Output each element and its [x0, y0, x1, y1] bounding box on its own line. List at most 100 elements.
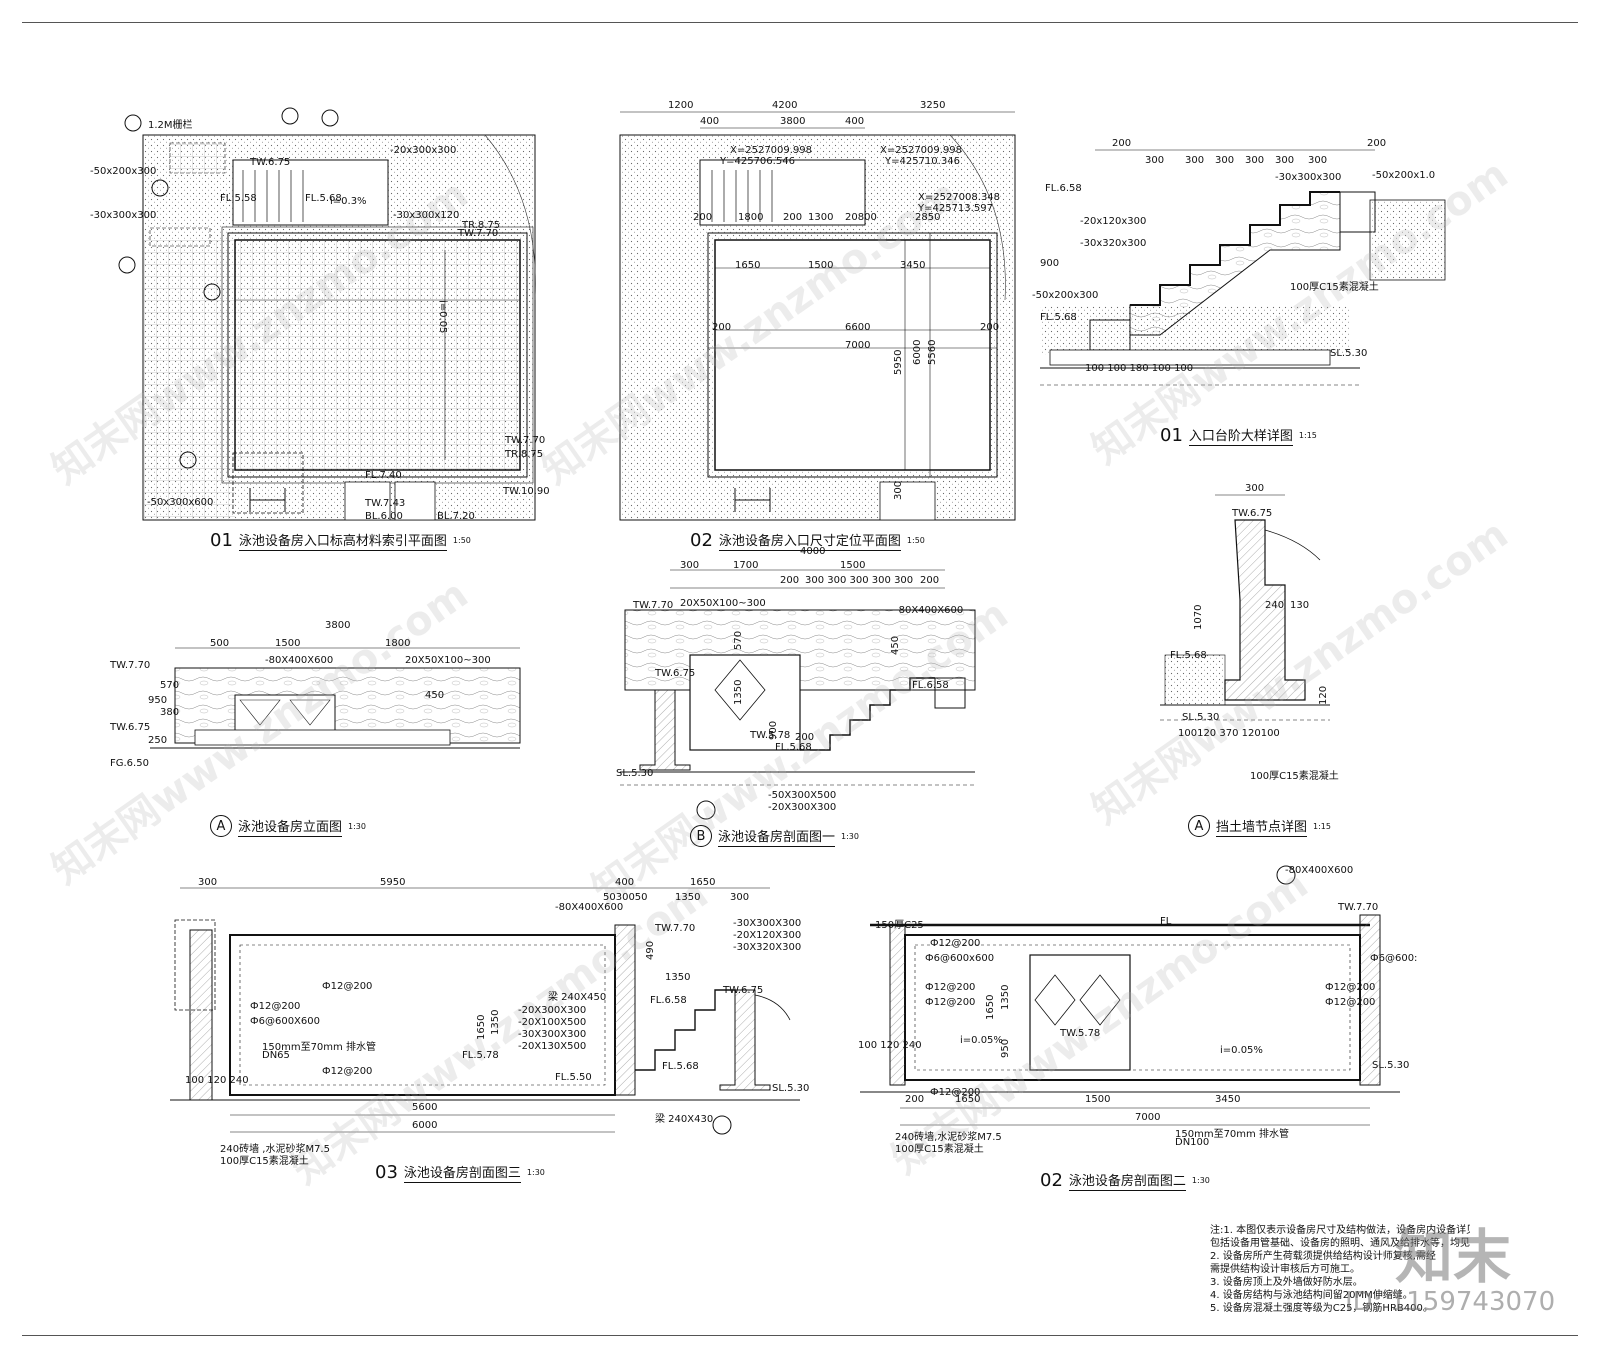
step-label: 300 — [1145, 155, 1165, 166]
plan-dim-label: Y=425706.546 — [720, 156, 795, 167]
plan-dim-label: 200 — [980, 322, 1000, 333]
step-label: 300 — [1275, 155, 1295, 166]
title-name: 泳池设备房立面图 — [238, 816, 343, 837]
section2-label: Ф12@200 — [925, 997, 976, 1008]
section3-label: 490 — [645, 940, 656, 960]
section1-label: 1350 — [733, 679, 744, 705]
plan-index-label: TW.7.70 — [505, 435, 546, 446]
section2-drawing — [860, 865, 1400, 1126]
plan-index-label: TR.8.75 — [462, 220, 501, 231]
plan-dim-label: 3450 — [900, 260, 926, 271]
section3-label: SL.5.30 — [772, 1083, 810, 1094]
title-scale: 1:15 — [1298, 431, 1317, 440]
plan-dim-label: 1650 — [735, 260, 761, 271]
plan-dim-label: 5950 — [893, 349, 904, 375]
plan-dim-label: 2850 — [915, 212, 941, 223]
plan-index-label: TW.10.90 — [503, 486, 550, 497]
plan-index-label: TW.7.43 — [365, 498, 406, 509]
title-number: 01 — [210, 530, 233, 551]
note-line: 5. 设备房混凝土强度等级为C25，钢筋HRB400。 — [1210, 1303, 1433, 1314]
title-name: 泳池设备房剖面图三 — [403, 1162, 521, 1183]
section3-label: 5030050 — [603, 892, 648, 903]
elevation-label: 20X50X100~300 — [405, 655, 491, 666]
sheet-border-bottom — [22, 1335, 1578, 1336]
section2-label: 7000 — [1135, 1112, 1161, 1123]
section1-label: FL.5.68 — [775, 742, 812, 753]
section2-label: 200 — [905, 1094, 925, 1105]
section3-label: 1650 — [476, 1014, 487, 1040]
section1-label: 300 300 300 300 300 — [805, 575, 914, 586]
section2-label: Ф12@200 — [930, 1087, 981, 1098]
section3-label: Ф12@200 — [250, 1001, 301, 1012]
title-number: 02 — [690, 530, 713, 551]
title-number: B — [690, 825, 712, 847]
title-name: 入口台阶大样详图 — [1188, 425, 1293, 446]
section2-label: i=0.05% — [1220, 1045, 1263, 1056]
wall-label: SL.5.30 — [1182, 712, 1220, 723]
plan-dim-label: Y=425710.346 — [885, 156, 960, 167]
section1-label: FL.6.58 — [912, 680, 949, 691]
plan-dim-label: 6000 — [912, 339, 923, 365]
section3-label: 1350 — [665, 972, 691, 983]
step-label: -30x300x300 — [1275, 172, 1342, 183]
plan-index-label: -20x300x300 — [390, 145, 457, 156]
section2-label: Ф12@200 — [1325, 997, 1376, 1008]
plan-dim-label: 6600 — [845, 322, 871, 333]
section2-label: i=0.05% — [960, 1035, 1003, 1046]
general-notes: 注:1. 本图仅表示设备房尺寸及结构做法，设备房内设备详见 包括设备用管基础、设… — [1210, 1224, 1470, 1315]
plan-dim-label: 5560 — [927, 339, 938, 365]
plan-index-label: -30x300x120 — [393, 210, 460, 221]
plan-dim-label: 400 — [845, 116, 865, 127]
elevation-label: 380 — [160, 707, 180, 718]
section2-label: Ф12@200 — [1325, 982, 1376, 993]
section2-label: 100 120 240 — [858, 1040, 922, 1051]
elevation-label: -80X400X600 — [265, 655, 334, 666]
title-number: A — [210, 815, 232, 837]
section3-label: 100 120 240 — [185, 1075, 249, 1086]
section1-label: 450 — [890, 635, 901, 655]
section3-label: 400 — [615, 877, 635, 888]
plan-index-drawing — [118, 107, 536, 521]
section3-label: 1350 — [490, 1009, 501, 1035]
plan-dim-label: Y=425713.597 — [918, 203, 993, 214]
section1-label: 200 — [920, 575, 940, 586]
title-scale: 1:15 — [1313, 821, 1331, 831]
section2-label: SL.5.30 — [1372, 1060, 1410, 1071]
section1-label: 200 — [780, 575, 800, 586]
plan-dim-label: 4200 — [772, 100, 798, 111]
title-wall-detail: A 挡土墙节点详图 1:15 — [1188, 815, 1331, 837]
section1-label: 570 — [733, 630, 744, 650]
section1-label: 900 — [768, 720, 779, 740]
section3-label: FL.5.78 — [462, 1050, 499, 1061]
wall-label: TW.6.75 — [1232, 508, 1273, 519]
plan-dim-label: 1800 — [738, 212, 764, 223]
step-label: FL.5.68 — [1040, 312, 1077, 323]
title-plan-dim: 02 泳池设备房入口尺寸定位平面图 1:50 — [690, 530, 925, 551]
section2-label: -80X400X600 — [1285, 865, 1354, 876]
section2-label: 150mm至70mm 排水管 — [1175, 1129, 1289, 1140]
section3-label: 150mm至70mm 排水管 — [262, 1042, 376, 1053]
title-name: 泳池设备房入口尺寸定位平面图 — [718, 530, 901, 551]
wall-label: 1070 — [1193, 604, 1204, 630]
title-scale: 1:30 — [841, 831, 859, 841]
section1-label: SL.5.30 — [616, 768, 654, 779]
section3-label: 5950 — [380, 877, 406, 888]
step-label: FL.6.58 — [1045, 183, 1082, 194]
plan-index-label: -30x300x300 — [90, 210, 157, 221]
section1-drawing — [620, 569, 976, 820]
section2-label: 150厚C25 — [875, 920, 924, 931]
title-name: 挡土墙节点详图 — [1216, 816, 1308, 837]
plan-index-label: TW.7.70 — [458, 228, 499, 239]
note-line: 4. 设备房结构与泳池结构间留20MM伸缩缝。 — [1210, 1290, 1413, 1301]
plan-dim-label: 20800 — [845, 212, 877, 223]
section2-label: Ф12@200 — [930, 938, 981, 949]
section3-label: -80X400X600 — [555, 902, 624, 913]
section3-label: TW.7.70 — [655, 923, 696, 934]
wall-label: 100120 370 120100 — [1178, 728, 1280, 739]
elevation-label: 500 — [210, 638, 230, 649]
section1-label: 1700 — [733, 560, 759, 571]
step-label: 200 — [1112, 138, 1132, 149]
section2-label: 950 — [1000, 1038, 1011, 1058]
step-label: -50x200x1.0 — [1372, 170, 1436, 181]
title-section1: B 泳池设备房剖面图一 1:30 — [690, 825, 859, 847]
